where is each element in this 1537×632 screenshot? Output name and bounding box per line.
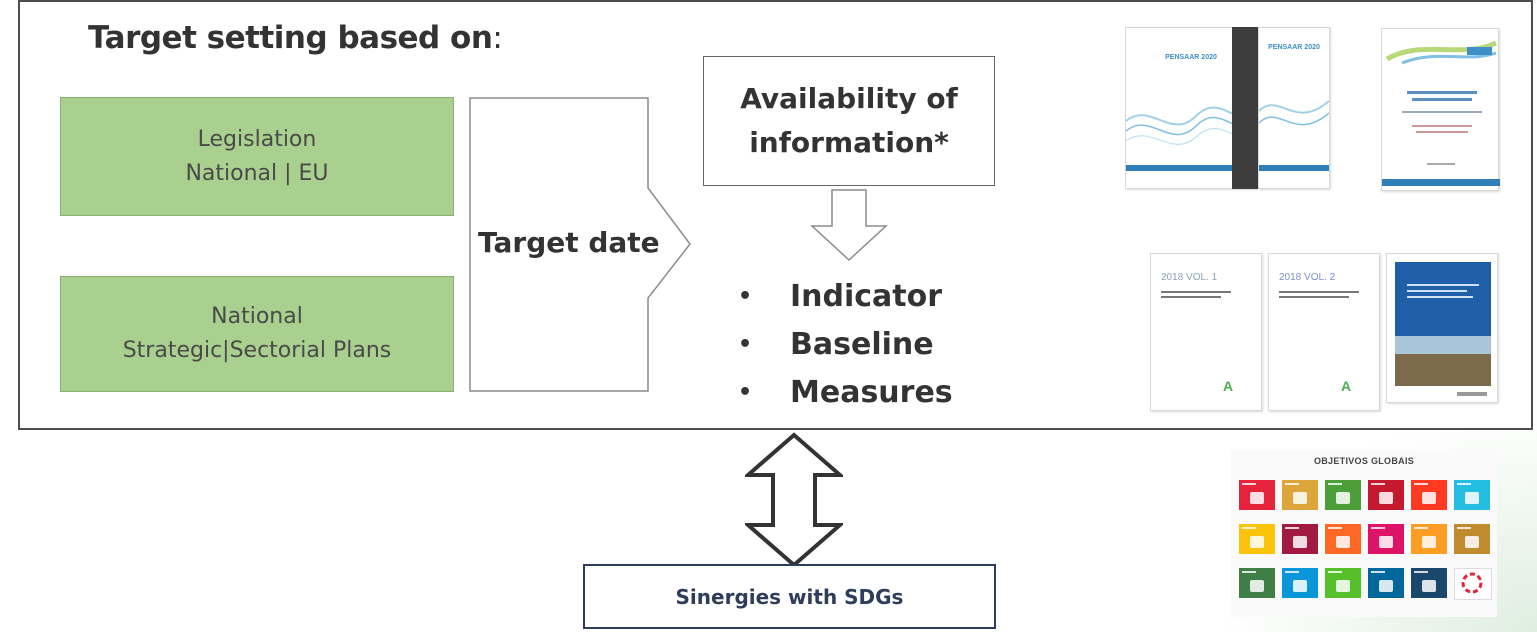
down-arrow [810, 189, 888, 262]
target-date-label: Target date [478, 226, 660, 259]
sdg-tile [1411, 568, 1447, 598]
plans-scope: Strategic|Sectorial Plans [122, 338, 392, 363]
list-item: •Measures [738, 374, 953, 410]
list-item: •Baseline [738, 326, 934, 362]
bullet-icon: • [738, 331, 753, 357]
svg-text:A: A [1341, 378, 1351, 394]
sinergies-label: Sinergies with SDGs [675, 584, 904, 609]
pensaar-cover-right: PENSAAR 2020 [1258, 27, 1330, 189]
sdg-tile [1368, 524, 1404, 554]
sdg-tile [1239, 524, 1275, 554]
legislation-title: Legislation [197, 126, 317, 152]
availability-box: Availability of information* [703, 56, 995, 186]
sdg-tile [1454, 480, 1490, 510]
outputs-list: •Indicator •Baseline •Measures [738, 272, 1038, 416]
binder-spine [1232, 27, 1258, 189]
sdg-tile [1454, 568, 1492, 600]
bullet-icon: • [738, 283, 753, 309]
plans-title: National [211, 304, 303, 329]
section-heading: Target setting based on: [88, 20, 503, 56]
sdg-tile [1325, 480, 1361, 510]
sdg-tile [1282, 480, 1318, 510]
availability-line2: information* [749, 126, 949, 159]
bullet-icon: • [738, 379, 753, 405]
document-preview-icon: A [1161, 291, 1233, 394]
sdg-tile [1282, 524, 1318, 554]
management-plan-cover [1381, 28, 1500, 191]
sdg-poster-title: OBJETIVOS GLOBAIS [1313, 456, 1415, 466]
climate-programme-cover [1386, 253, 1498, 403]
svg-text:A: A [1223, 378, 1233, 394]
wave-icon [1258, 100, 1330, 171]
volume-2-cover: 2018 VOL. 2 A [1268, 253, 1380, 411]
sdg-tile [1325, 524, 1361, 554]
availability-line1: Availability of [740, 82, 958, 115]
legislation-scope: National | EU [185, 160, 329, 186]
double-arrow-icon [745, 432, 843, 568]
document-preview-icon [1382, 40, 1500, 186]
sdg-tile [1368, 568, 1404, 598]
sdg-tile [1239, 568, 1275, 598]
sdg-tile [1411, 524, 1447, 554]
sdg-tile [1368, 480, 1404, 510]
document-preview-icon [1395, 262, 1491, 396]
sdg-tile [1282, 568, 1318, 598]
target-date-arrow [469, 97, 691, 392]
volume-1-cover: 2018 VOL. 1 A [1150, 253, 1262, 411]
national-plans-box: National Strategic|Sectorial Plans [60, 276, 454, 392]
sdg-tile [1325, 568, 1361, 598]
sdg-tile [1411, 480, 1447, 510]
sinergies-box: Sinergies with SDGs [583, 564, 996, 629]
sdg-poster: OBJETIVOS GLOBAIS [1231, 450, 1497, 617]
sdg-tile [1239, 480, 1275, 510]
list-item: •Indicator [738, 278, 943, 314]
document-preview-icon: A [1279, 291, 1359, 394]
legislation-box: Legislation National | EU [60, 97, 454, 216]
sdg-tile [1454, 524, 1490, 554]
